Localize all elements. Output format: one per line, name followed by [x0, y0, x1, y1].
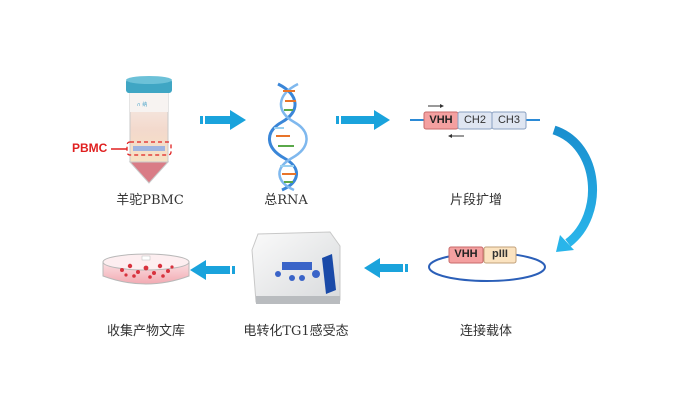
step-label-pbmc: 羊驼PBMC — [116, 193, 184, 208]
arrow-right-2 — [336, 110, 390, 130]
arrow-curved-down — [552, 125, 597, 252]
arrow-left-2 — [190, 260, 235, 280]
electroporator-icon — [251, 231, 341, 304]
step-label-vector: 连接载体 — [459, 324, 512, 339]
vector-piii-label: pIII — [492, 248, 508, 260]
step-label-rna: 总RNA — [264, 193, 308, 208]
vector-piii-box — [483, 246, 517, 264]
reverse-primer-icon — [448, 134, 464, 138]
fragment-ch2-label: CH2 — [463, 114, 486, 126]
arrow-left-1 — [364, 258, 408, 278]
vector-vhh-box — [448, 246, 484, 264]
ch3-box — [491, 111, 527, 130]
vector-vhh-label: VHH — [454, 248, 478, 260]
pbmc-marker-label: PBMC — [72, 141, 108, 155]
svg-text:∩ 纳: ∩ 纳 — [137, 101, 147, 108]
fragment-vhh-label: VHH — [429, 114, 453, 126]
step-label-electro: 电转化TG1感受态 — [243, 324, 349, 339]
arrow-right-1 — [200, 110, 246, 130]
fragment-ch3-label: CH3 — [497, 114, 520, 126]
forward-primer-icon — [428, 104, 444, 108]
petri-dish-icon — [102, 253, 190, 285]
step-label-amplify: 片段扩增 — [449, 193, 502, 208]
rna-helix-icon — [268, 82, 308, 192]
step-label-library: 收集产物文库 — [106, 324, 185, 339]
centrifuge-tube-icon: ∩ 纳 — [126, 76, 172, 184]
